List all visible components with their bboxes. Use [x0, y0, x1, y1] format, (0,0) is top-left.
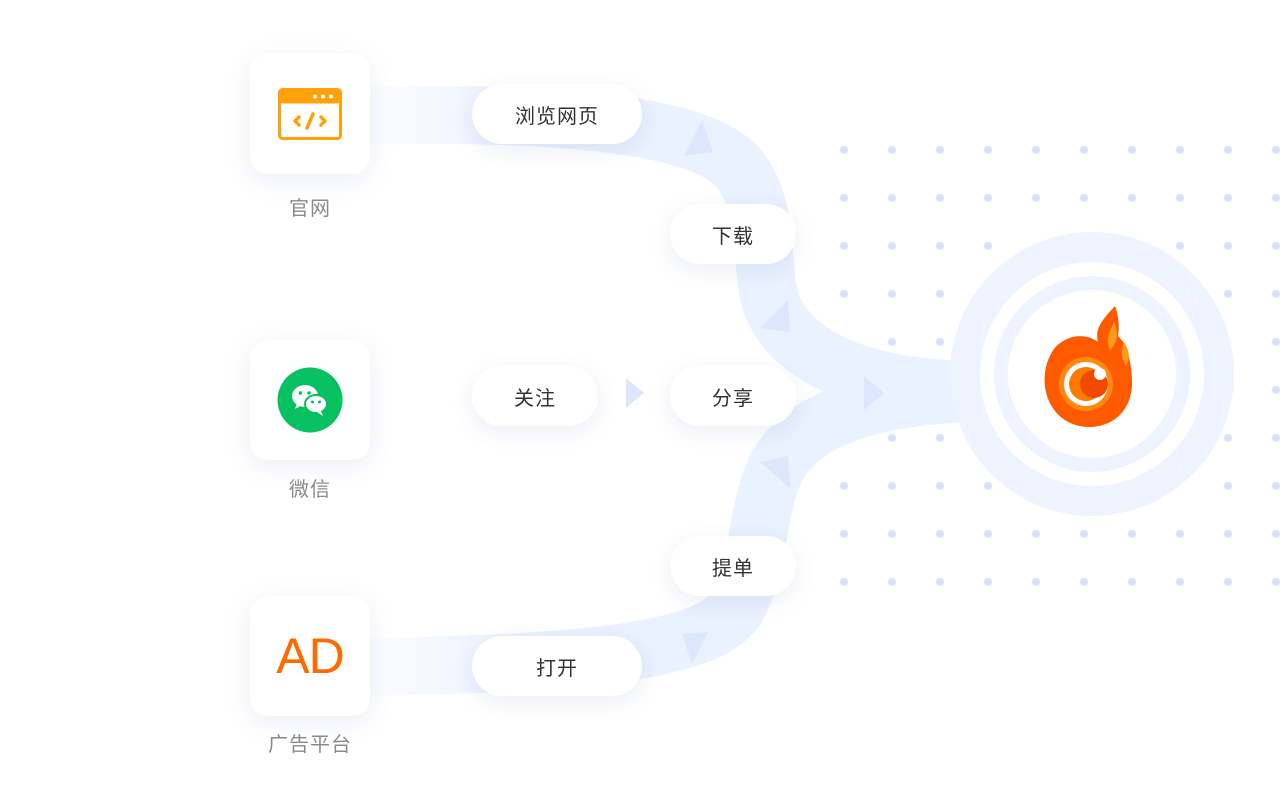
background-dot [888, 146, 896, 154]
source-card-website[interactable] [250, 54, 370, 174]
background-dot [984, 482, 992, 490]
background-dot [1080, 578, 1088, 586]
background-dot [936, 146, 944, 154]
background-dot [840, 578, 848, 586]
source-label-wechat: 微信 [289, 477, 331, 501]
background-dot [936, 530, 944, 538]
background-dot [1128, 578, 1136, 586]
background-dot [888, 482, 896, 490]
source-label-ad-platform: 广告平台 [268, 732, 352, 756]
background-dot [1224, 194, 1232, 202]
action-pill-follow[interactable]: 关注 [472, 366, 598, 426]
background-dot [1176, 530, 1184, 538]
background-dot [936, 482, 944, 490]
background-dot [936, 578, 944, 586]
background-dot [1224, 434, 1232, 442]
background-dot [888, 194, 896, 202]
background-dot [936, 290, 944, 298]
background-dot [888, 338, 896, 346]
background-dot [936, 194, 944, 202]
source-label-website: 官网 [289, 196, 331, 220]
background-dot [1224, 290, 1232, 298]
background-dot [1272, 482, 1280, 490]
background-dot [1032, 578, 1040, 586]
flow-chevron [760, 300, 790, 332]
source-card-ad-platform[interactable]: AD [250, 596, 370, 716]
flow-chevron [760, 456, 790, 488]
flow-chevrons [626, 120, 884, 664]
background-dot [840, 530, 848, 538]
background-dot [1224, 242, 1232, 250]
background-dot [840, 194, 848, 202]
background-dot [1272, 290, 1280, 298]
background-dot [936, 338, 944, 346]
source-card-wechat[interactable] [250, 340, 370, 460]
background-dot [1224, 146, 1232, 154]
background-dot [888, 434, 896, 442]
flow-chevron [682, 632, 708, 664]
flow-chevron [684, 120, 713, 156]
background-dot [936, 242, 944, 250]
background-dot [1272, 338, 1280, 346]
action-pill-download[interactable]: 下载 [670, 204, 796, 264]
background-dot [984, 578, 992, 586]
background-dot [1272, 386, 1280, 394]
background-dot [1032, 530, 1040, 538]
background-dot [984, 146, 992, 154]
background-dot [1272, 530, 1280, 538]
background-dot [1128, 146, 1136, 154]
background-dot [1032, 194, 1040, 202]
background-dot [888, 290, 896, 298]
background-dot [1128, 194, 1136, 202]
background-dot [1176, 194, 1184, 202]
action-pill-open[interactable]: 打开 [472, 636, 642, 696]
background-dot [1272, 194, 1280, 202]
background-dot [1032, 146, 1040, 154]
background-dot [1272, 434, 1280, 442]
background-dot [1128, 530, 1136, 538]
background-dot [1224, 530, 1232, 538]
background-dot [1176, 578, 1184, 586]
flow-band-ad [359, 364, 981, 696]
background-dot [888, 242, 896, 250]
background-dot [840, 482, 848, 490]
action-pill-share[interactable]: 分享 [670, 366, 796, 426]
background-dot [888, 530, 896, 538]
background-dot [840, 290, 848, 298]
background-dot [888, 578, 896, 586]
background-dot [936, 434, 944, 442]
wechat-icon [277, 367, 343, 433]
flame-eye-logo-icon [1044, 306, 1132, 428]
background-dot [1176, 242, 1184, 250]
flow-band-website [359, 86, 981, 419]
background-dot [1272, 578, 1280, 586]
action-pill-order[interactable]: 提单 [670, 536, 796, 596]
background-dot [1080, 530, 1088, 538]
ad-icon: AD [276, 628, 344, 684]
background-dot [984, 242, 992, 250]
background-dot [984, 530, 992, 538]
background-dot [1272, 146, 1280, 154]
background-dot [1224, 482, 1232, 490]
action-pill-browse[interactable]: 浏览网页 [472, 84, 642, 144]
background-dot [1176, 146, 1184, 154]
background-dot [840, 146, 848, 154]
browser-code-icon [278, 88, 342, 140]
background-dot [1080, 146, 1088, 154]
background-dot [984, 194, 992, 202]
background-dot [1080, 194, 1088, 202]
background-dot [840, 242, 848, 250]
flow-chevron [864, 376, 884, 410]
flow-chevron [626, 378, 644, 408]
background-dot [1224, 578, 1232, 586]
background-dot [1272, 242, 1280, 250]
